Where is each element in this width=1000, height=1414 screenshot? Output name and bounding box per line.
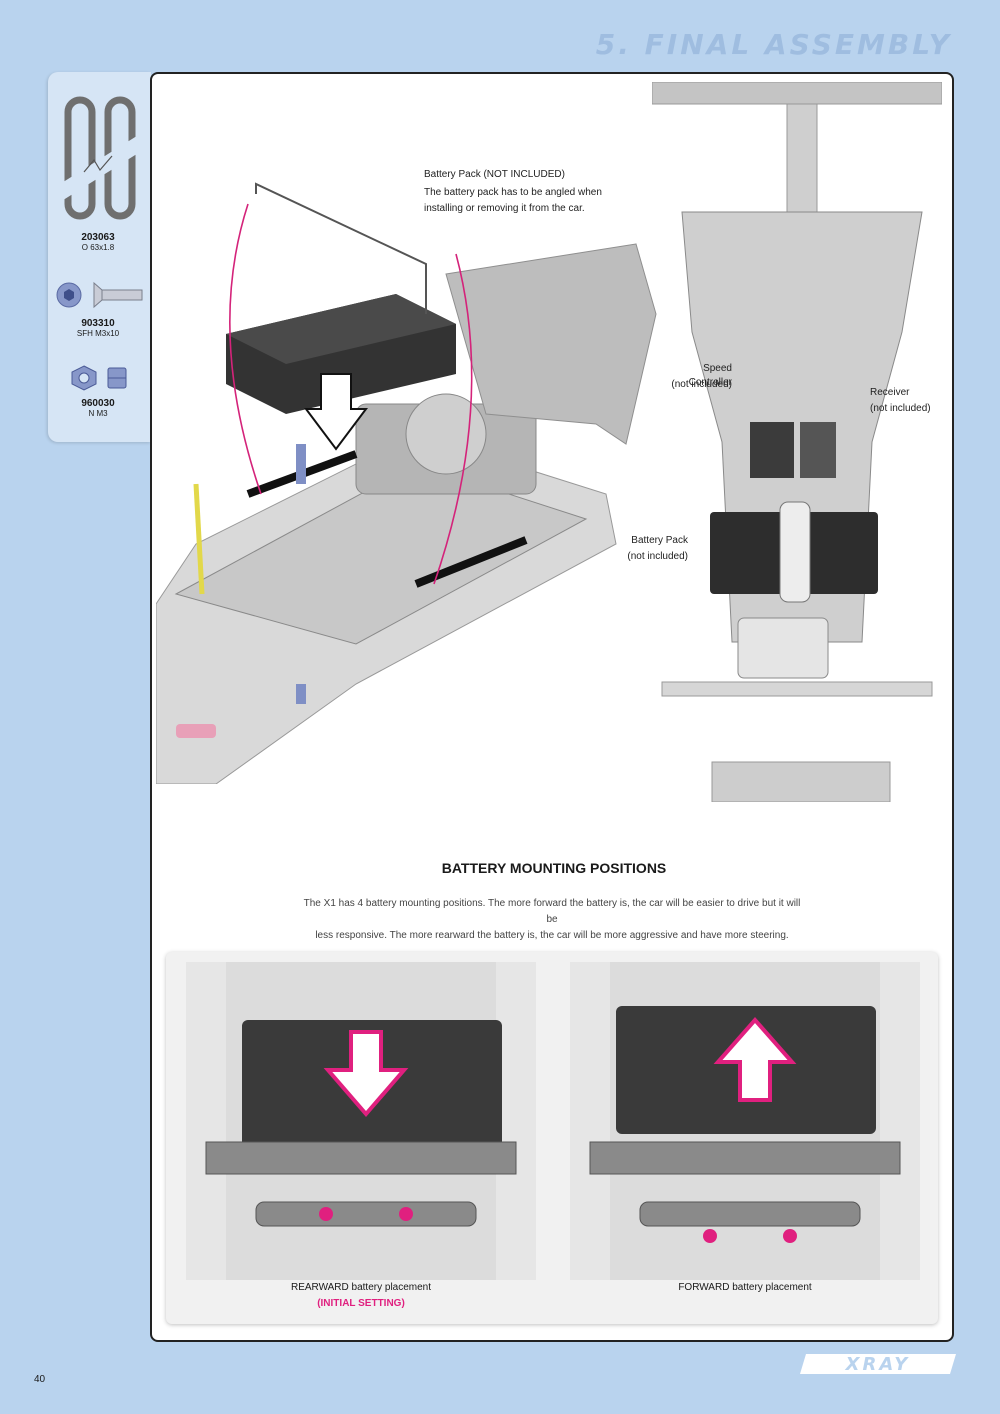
rearward-label: REARWARD battery placement	[290, 1282, 432, 1293]
placement-panel: REARWARD battery placement (INITIAL SETT…	[166, 952, 938, 1324]
section-body-line-2: less responsive. The more rearward the b…	[315, 930, 789, 941]
chassis-top-view-illustration	[652, 82, 942, 802]
part-code: 203063	[81, 232, 115, 243]
section-header: 5. FINAL ASSEMBLY	[595, 28, 952, 61]
forward-caption: FORWARD battery placement	[570, 1280, 920, 1296]
instruction-panel: Battery Pack (NOT INCLUDED) The battery …	[150, 72, 954, 1342]
speed-controller-label-1: Speed Controller	[688, 363, 732, 388]
forward-placement-illustration	[570, 962, 920, 1280]
part-203063: 203063 O 63x1.8	[48, 232, 148, 252]
parts-panel: 203063 O 63x1.8 903310 SFH M3x10 960030 …	[48, 72, 151, 442]
initial-setting-label: (INITIAL SETTING)	[317, 1298, 405, 1309]
battery-pack-callout-note-1: The battery pack has to be angled when	[424, 187, 602, 198]
part-903310: 903310 SFH M3x10	[48, 318, 148, 338]
screw-icon	[56, 281, 143, 309]
forward-label: FORWARD battery placement	[678, 1282, 812, 1293]
part-desc: O 63x1.8	[81, 243, 115, 252]
receiver-label-1: Receiver	[870, 387, 910, 398]
logo-text: XRAY	[845, 1354, 911, 1375]
xray-logo: XRAY	[800, 1354, 956, 1375]
receiver-label-2: (not included)	[870, 403, 931, 414]
part-960030: 960030 N M3	[48, 398, 148, 418]
rearward-placement-illustration	[186, 962, 536, 1280]
section-body-line-1: The X1 has 4 battery mounting positions.…	[303, 898, 801, 925]
section-body: The X1 has 4 battery mounting positions.…	[302, 896, 802, 944]
part-desc: SFH M3x10	[76, 329, 120, 338]
section-title: BATTERY MOUNTING POSITIONS	[441, 860, 667, 876]
rearward-caption: REARWARD battery placement (INITIAL SETT…	[186, 1280, 536, 1312]
o-ring-icon	[60, 96, 140, 220]
battery-pack-label-2: (not included)	[627, 551, 688, 562]
battery-pack-label-1: Battery Pack	[631, 535, 688, 546]
battery-pack-callout-title: Battery Pack (NOT INCLUDED)	[424, 169, 565, 180]
part-desc: N M3	[88, 409, 108, 418]
speed-controller-label-2: (not included)	[671, 379, 732, 390]
battery-pack-callout-note-2: installing or removing it from the car.	[424, 203, 585, 214]
page-number: 40	[34, 1374, 46, 1385]
nut-icon	[71, 365, 127, 391]
chassis-isometric-illustration	[156, 182, 657, 784]
part-code: 903310	[81, 318, 115, 329]
part-code: 960030	[81, 398, 115, 409]
